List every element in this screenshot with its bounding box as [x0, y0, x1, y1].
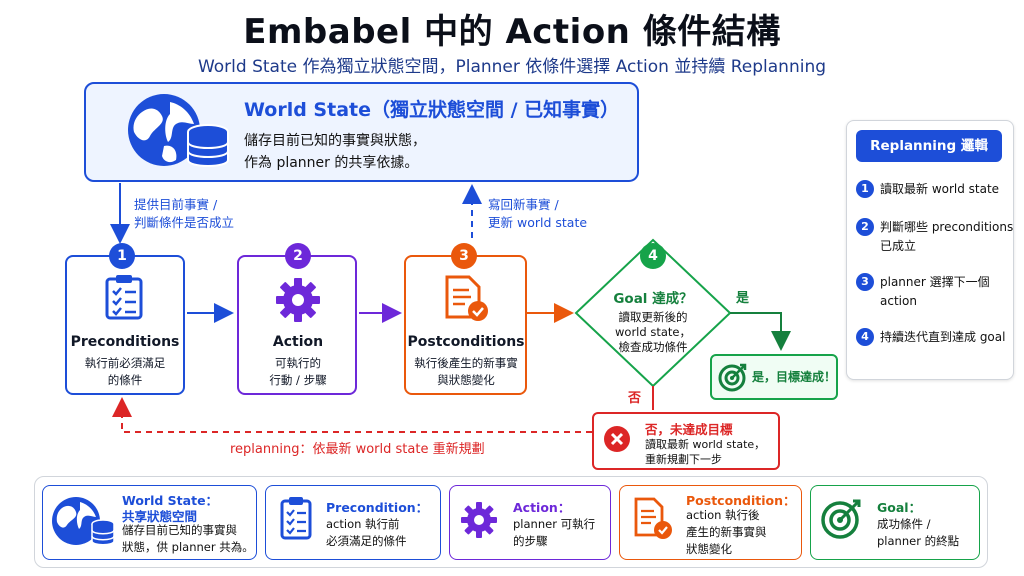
logic-item-number: 2 — [856, 218, 874, 236]
goal-fail-title: 否，未達成目標 — [645, 422, 733, 437]
globe-database-icon — [128, 94, 229, 167]
postconditions-title: Postconditions — [407, 334, 525, 350]
legend-precondition-desc-line1: action 執行前 — [326, 517, 400, 531]
page-subtitle: World State 作為獨立狀態空間，Planner 依條件選擇 Actio… — [197, 57, 827, 77]
legend-world-state-desc-line1: 儲存目前已知的事實與 — [122, 523, 237, 537]
legend-postcondition-desc-line3: 狀態變化 — [686, 542, 732, 556]
legend-action-desc-line1: planner 可執行 — [513, 517, 596, 531]
legend-goal-desc-line1: 成功條件 / — [877, 517, 931, 531]
goal-fail-desc: 讀取最新 world state， 重新規劃下一步 — [645, 437, 765, 467]
preconditions-title: Preconditions — [70, 334, 180, 350]
step-1-badge: 1 — [109, 243, 135, 269]
legend-world-state-subtitle: 共享狀態空間 — [122, 509, 198, 524]
gear-icon — [461, 502, 497, 538]
document-check-icon — [445, 275, 488, 321]
arrow-replanning — [112, 397, 592, 433]
world-state-desc-line1: 儲存目前已知的事實與狀態， — [244, 133, 426, 149]
page-title: Embabel 中的 Action 條件結構 — [243, 12, 781, 52]
legend-precondition-desc: action 執行前 必須滿足的條件 — [326, 516, 407, 550]
legend-action-title: Action： — [513, 500, 571, 515]
logic-item-number: 4 — [856, 328, 874, 346]
globe-database-icon — [52, 497, 115, 546]
step-2-badge: 2 — [285, 243, 311, 269]
close-icon — [604, 426, 630, 452]
arrow-goal-yes — [730, 312, 791, 351]
step-3-badge: 3 — [451, 243, 477, 269]
preconditions-desc: 執行前必須滿足 的條件 — [55, 355, 195, 389]
legend-card-goal — [810, 485, 980, 560]
legend-goal-desc-line2: planner 的終點 — [877, 534, 960, 548]
world-state-desc-line2: 作為 planner 的共享依據。 — [244, 155, 419, 171]
goal-fail-desc-line1: 讀取最新 world state， — [645, 438, 766, 451]
postconditions-desc-line1: 執行後產生的新事實 — [414, 356, 518, 370]
goal-yes-label: 是 — [736, 291, 750, 306]
legend-precondition-desc-line2: 必須滿足的條件 — [326, 534, 407, 548]
logic-item-text: 讀取最新 world state — [880, 182, 1000, 196]
down-arrow-label-line1: 提供目前事實 / — [134, 197, 218, 212]
logic-item-text: 判斷哪些 preconditions 已成立 — [880, 220, 1014, 253]
goal-desc-line1: 讀取更新後的 — [618, 310, 688, 324]
logic-item-number: 1 — [856, 180, 874, 198]
goal-success-text: 是，目標達成！ — [752, 370, 837, 384]
action-desc: 可執行的 行動 / 步驟 — [228, 355, 368, 389]
goal-desc-line3: 檢查成功條件 — [618, 340, 688, 354]
action-desc-line2: 行動 / 步驟 — [269, 373, 327, 387]
logic-item-text: 持續迭代直到達成 goal — [880, 330, 1006, 344]
target-icon — [821, 499, 861, 539]
legend-card-action — [449, 485, 611, 560]
preconditions-desc-line2: 的條件 — [107, 373, 143, 387]
action-title: Action — [272, 334, 324, 350]
document-check-icon — [634, 497, 672, 539]
goal-fail-desc-line2: 重新規劃下一步 — [645, 453, 722, 466]
legend-action-desc: planner 可執行 的步驟 — [513, 516, 595, 550]
step-4-badge: 4 — [640, 243, 666, 269]
logic-item-number: 3 — [856, 273, 874, 291]
replanning-logic-panel — [846, 120, 1014, 380]
clipboard-checklist-icon — [105, 275, 143, 320]
legend-world-state-desc-line2: 狀態，供 planner 共為。 — [122, 540, 254, 554]
logic-item-text: planner 選擇下一個 action — [880, 275, 990, 308]
down-arrow-label: 提供目前事實 / 判斷條件是否成立 — [134, 196, 234, 232]
gear-icon — [276, 278, 320, 322]
postconditions-desc-line2: 與狀態變化 — [437, 373, 495, 387]
target-icon — [718, 363, 747, 392]
legend-postcondition-desc: action 執行後 產生的新事實與 狀態變化 — [686, 507, 767, 558]
legend-postcondition-title: Postcondition： — [686, 493, 796, 508]
goal-no-label: 否 — [628, 391, 642, 406]
replanning-label: replanning：依最新 world state 重新規劃 — [230, 442, 485, 457]
legend-goal-desc: 成功條件 / planner 的終點 — [877, 516, 959, 550]
down-arrow-label-line2: 判斷條件是否成立 — [134, 215, 235, 230]
legend-world-state-desc: 儲存目前已知的事實與 狀態，供 planner 共為。 — [122, 522, 254, 556]
goal-desc: 讀取更新後的 world state， 檢查成功條件 — [580, 310, 726, 355]
legend-postcondition-desc-line2: 產生的新事實與 — [686, 525, 767, 539]
goal-title: Goal 達成？ — [613, 291, 693, 307]
preconditions-desc-line1: 執行前必須滿足 — [84, 356, 166, 370]
legend-action-desc-line2: 的步驟 — [513, 534, 548, 548]
legend-postcondition-desc-line1: action 執行後 — [686, 508, 760, 522]
legend-goal-title: Goal： — [877, 500, 922, 515]
replanning-logic-header: Replanning 邏輯 — [856, 130, 1002, 162]
action-desc-line1: 可執行的 — [275, 356, 321, 370]
world-state-title: World State（獨立狀態空間 / 已知事實） — [244, 99, 620, 121]
goal-desc-line2: world state， — [615, 325, 691, 339]
up-arrow-label-line2: 更新 world state — [488, 215, 588, 230]
postconditions-desc: 執行後產生的新事實 與狀態變化 — [396, 355, 536, 389]
up-arrow-label: 寫回新事實 / 更新 world state — [488, 196, 587, 232]
up-arrow-label-line1: 寫回新事實 / — [488, 197, 559, 212]
legend-world-state-title: World State： — [122, 493, 219, 508]
legend-precondition-title: Precondition： — [326, 500, 429, 515]
clipboard-checklist-icon — [280, 497, 312, 540]
